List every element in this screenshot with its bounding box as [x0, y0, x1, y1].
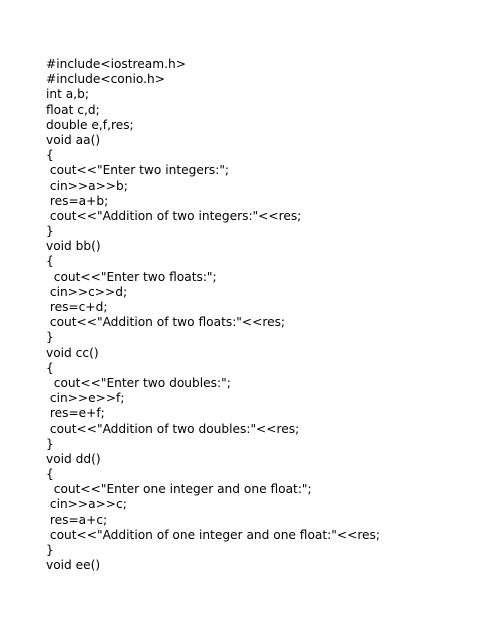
code-line: void cc() — [46, 345, 99, 360]
code-line: cin>>a>>c; — [46, 497, 127, 512]
code-line: cin>>e>>f; — [46, 391, 125, 406]
code-line: #include<iostream.h> — [46, 57, 186, 71]
code-line: cin>>c>>d; — [46, 284, 128, 299]
code-line: void dd() — [46, 451, 101, 466]
code-line: { — [46, 467, 54, 482]
code-line: } — [46, 436, 54, 451]
code-line: void aa() — [46, 132, 101, 147]
code-line: cout<<"Enter two floats:"; — [46, 269, 217, 284]
code-line: cout<<"Enter two integers:"; — [46, 163, 230, 178]
code-line: double e,f,res; — [46, 117, 134, 132]
code-line: } — [46, 543, 54, 557]
code-line: } — [46, 224, 54, 239]
code-line: void ee() — [46, 558, 101, 573]
code-line: #include<conio.h> — [46, 72, 165, 87]
code-line: { — [46, 360, 54, 375]
code-line: cout<<"Enter two doubles:"; — [46, 375, 231, 390]
code-listing: #include<iostream.h>#include<conio.h>int… — [46, 57, 380, 573]
code-line: res=a+b; — [46, 193, 109, 208]
code-line: res=c+d; — [46, 300, 108, 314]
code-line: cout<<"Addition of one integer and one f… — [46, 527, 381, 542]
code-line: void bb() — [46, 239, 101, 254]
code-line: res=a+c; — [46, 512, 108, 527]
code-line: cin>>a>>b; — [46, 178, 128, 193]
code-line: { — [46, 148, 54, 163]
code-line: cout<<"Addition of two floats:"<<res; — [46, 315, 286, 330]
code-line: cout<<"Addition of two doubles:"<<res; — [46, 421, 300, 436]
code-line: int a,b; — [46, 87, 89, 102]
code-line: res=e+f; — [46, 406, 105, 421]
code-line: cout<<"Addition of two integers:"<<res; — [46, 208, 302, 223]
code-line: float c,d; — [46, 102, 100, 117]
code-line: } — [46, 330, 54, 345]
code-line: { — [46, 254, 54, 269]
code-line: cout<<"Enter one integer and one float:"… — [46, 482, 312, 497]
